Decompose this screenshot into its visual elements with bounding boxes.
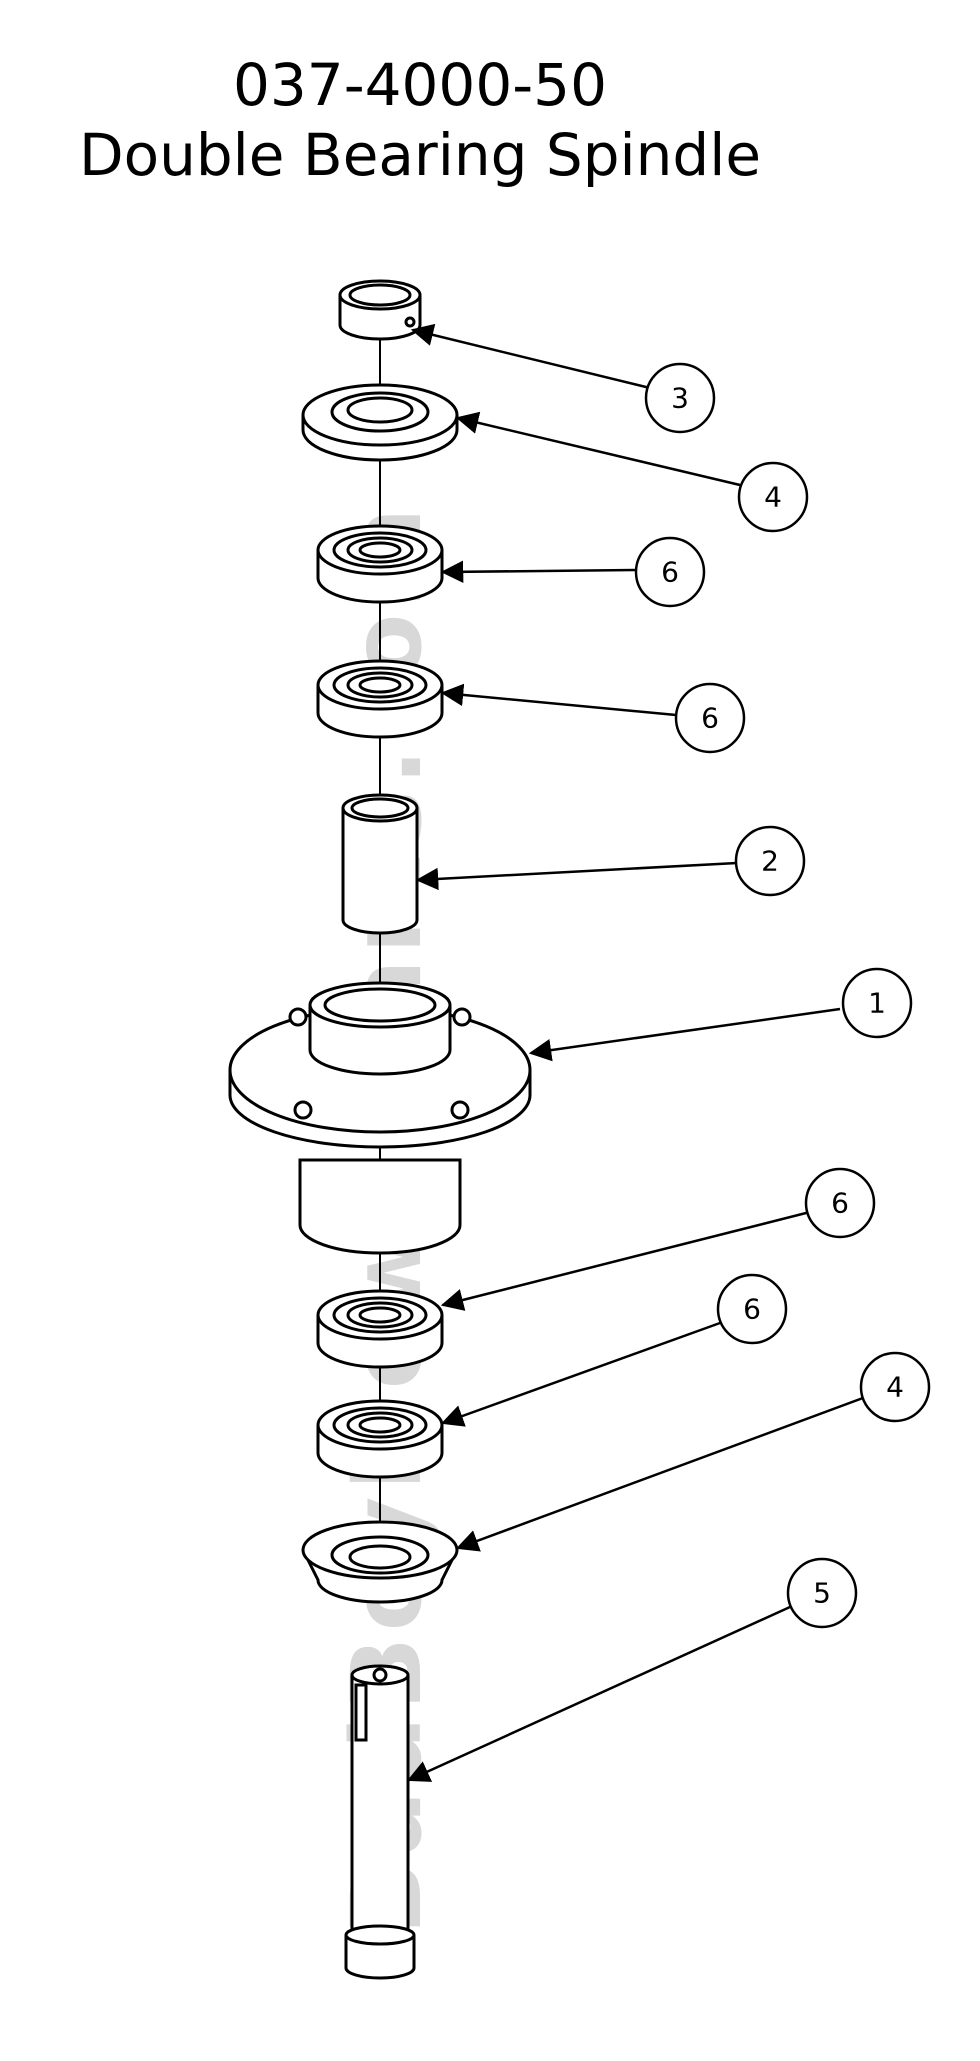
callout-label-6-a: 6 (661, 556, 679, 589)
seal-bottom-part (301, 1520, 459, 1604)
leader-6-b (440, 683, 677, 717)
part-name: Double Bearing Spindle (78, 121, 762, 189)
bearing-4-part (316, 1399, 444, 1479)
callout-label-6-b: 6 (701, 702, 719, 735)
callout-bubble-6-d (716, 1273, 788, 1345)
spacer-part (341, 793, 419, 935)
seal-top-part (301, 383, 459, 462)
leader-6-d (440, 1321, 721, 1427)
callout-bubble-6-b (674, 682, 746, 754)
callout-label-5: 5 (813, 1577, 831, 1610)
callout-label-2: 2 (761, 845, 779, 878)
callout-bubble-1 (841, 967, 913, 1039)
title-block: 037-4000-50 Double Bearing Spindle (40, 50, 800, 190)
leader-2 (415, 861, 738, 891)
callout-label-4-top: 4 (764, 481, 782, 514)
callout-label-1: 1 (868, 987, 886, 1020)
bearing-3-part (316, 1289, 444, 1369)
callout-bubble-4-top (737, 461, 809, 533)
leader-3 (410, 323, 651, 390)
shaft-part (344, 1664, 416, 1980)
callout-bubble-6-a (634, 536, 706, 608)
callout-bubble-5 (786, 1557, 858, 1629)
callout-label-6-c: 6 (831, 1187, 849, 1220)
callout-bubble-3 (644, 362, 716, 434)
bearing-2-part (316, 659, 444, 739)
housing-part (228, 981, 532, 1255)
callout-bubble-2 (734, 825, 806, 897)
callout-label-4-bottom: 4 (886, 1371, 904, 1404)
callout-bubble-4-bottom (859, 1351, 931, 1423)
callout-bubble-6-c (804, 1167, 876, 1239)
leader-6-c (440, 1210, 811, 1311)
leader-5 (406, 1605, 791, 1782)
leader-1 (528, 1007, 841, 1062)
leader-4-top (455, 411, 741, 487)
leader-4-bottom (455, 1396, 864, 1552)
leader-6-a (440, 560, 636, 584)
bearing-1-part (316, 524, 444, 604)
callout-label-6-d: 6 (743, 1293, 761, 1326)
part-number: 037-4000-50 (233, 51, 607, 119)
collar-part (338, 279, 422, 341)
callout-label-3: 3 (671, 382, 689, 415)
